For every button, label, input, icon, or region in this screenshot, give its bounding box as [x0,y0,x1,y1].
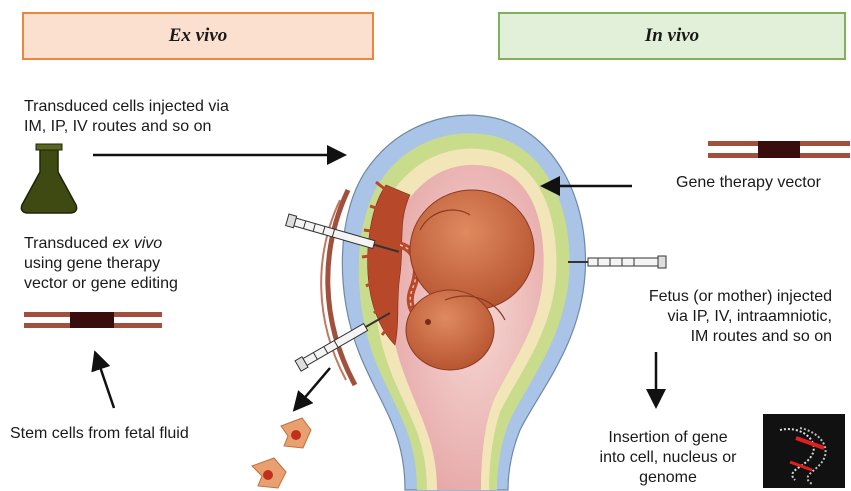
flask-icon [21,144,76,213]
label-transduced-exvivo: Transduced ex vivo using gene therapy ve… [24,234,178,294]
label-insertion: Insertion of gene into cell, nucleus or … [591,428,745,488]
arrow-stem-to-vector [96,355,114,408]
label-fetus-injected: Fetus (or mother) injected via IP, IV, i… [649,287,832,347]
genome-image [763,414,845,488]
arrow-to-stem-cells [296,368,330,408]
stem-cell-icon-1 [281,418,311,448]
stem-cell-icon-2 [252,458,286,488]
label-transduced-injected: Transduced cells injected via IM, IP, IV… [24,97,229,137]
label-stem-cells: Stem cells from fetal fluid [10,424,189,444]
vector-icon-left [24,312,162,328]
label-gene-therapy-vector: Gene therapy vector [676,173,821,193]
vector-icon-right [708,141,850,158]
